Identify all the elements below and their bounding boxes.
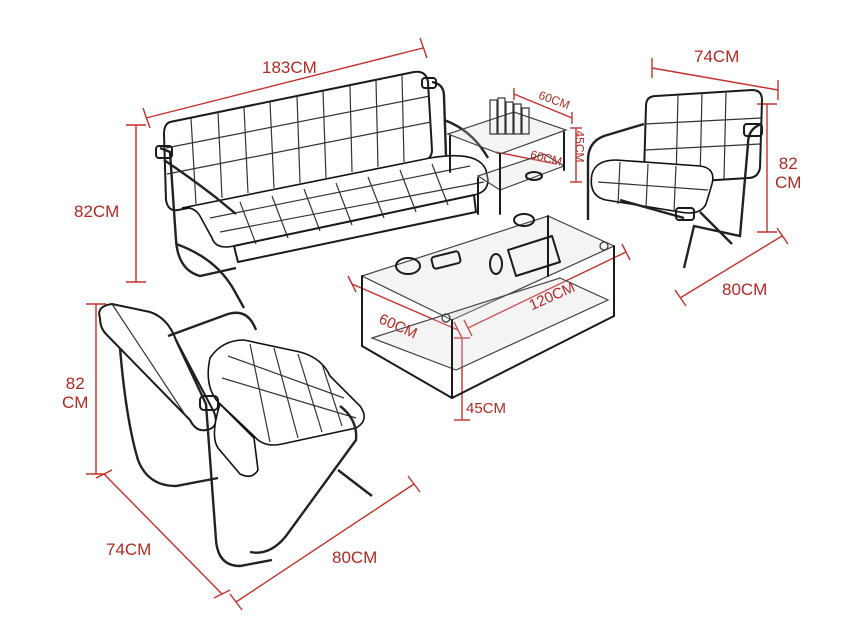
books-icon bbox=[489, 97, 530, 135]
chair-right-height-label: 82 CM bbox=[775, 154, 802, 192]
dimension-lines bbox=[86, 37, 789, 611]
chair-front-height-label: 82 CM bbox=[62, 374, 89, 412]
coffee-table bbox=[360, 213, 616, 399]
side-table bbox=[446, 97, 568, 215]
bowl-icon bbox=[395, 257, 421, 275]
side-table-height-label: 45CM bbox=[572, 130, 587, 163]
coffee-table-height-label: 45CM bbox=[466, 400, 507, 417]
chair-right-width-label: 74CM bbox=[694, 47, 740, 66]
sofa-height-label: 82CM bbox=[74, 202, 120, 221]
front-armchair bbox=[98, 303, 373, 568]
three-seat-sofa bbox=[155, 70, 490, 309]
bottle-icon bbox=[489, 253, 503, 275]
book-icon bbox=[507, 235, 561, 277]
right-armchair bbox=[586, 89, 763, 269]
sofa-width-label: 183CM bbox=[262, 58, 317, 77]
chair-front-depth-label: 80CM bbox=[332, 548, 378, 567]
chair-front-width-label: 74CM bbox=[106, 540, 152, 559]
chair-right-depth-label: 80CM bbox=[722, 280, 768, 299]
